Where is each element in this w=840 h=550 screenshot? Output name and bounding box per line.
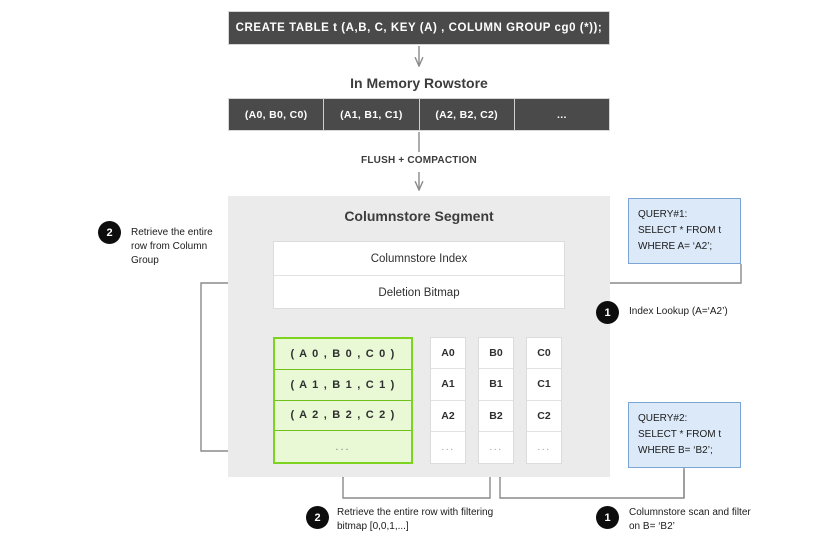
column-a-cell: A0 <box>431 338 465 370</box>
step-label-index-lookup: Index Lookup (A=‘A2’) <box>629 306 728 317</box>
rowstore-cell: (A0, B0, C0) <box>229 99 325 130</box>
column-b-cell: ... <box>489 441 503 454</box>
column-b-box: B0 B1 B2 ... <box>478 337 514 464</box>
column-a-cell: A1 <box>431 369 465 401</box>
query2-line: WHERE B= ‘B2’; <box>638 445 713 456</box>
column-b-cell: B0 <box>479 338 513 370</box>
column-c-cell: C2 <box>527 401 561 432</box>
step-label-left-retrieve: Retrieve the entire row from Column Grou… <box>131 227 213 266</box>
ddl-statement-bar: CREATE TABLE t (A,B, C, KEY (A) , COLUMN… <box>228 11 610 45</box>
query2-line: SELECT * FROM t <box>638 429 722 440</box>
query1-line: SELECT * FROM t <box>638 225 722 236</box>
column-group-box: ( A 0 , B 0 , C 0 ) ( A 1 , B 1 , C 1 ) … <box>273 337 413 464</box>
column-b-cell: B1 <box>479 369 513 401</box>
rowstore-title: In Memory Rowstore <box>350 75 488 91</box>
step-label-bottom-retrieve: Retrieve the entire row with filtering b… <box>337 507 494 532</box>
query2-box: QUERY#2: SELECT * FROM t WHERE B= ‘B2’; <box>628 402 741 468</box>
deletion-bitmap-row: Deletion Bitmap <box>378 286 460 299</box>
step-badge-bottom-retrieve: 2 <box>306 506 329 529</box>
step-badge-columnstore-scan: 1 <box>596 506 619 529</box>
query1-line: QUERY#1: <box>638 209 688 220</box>
query1-line: WHERE A= ‘A2’; <box>638 241 713 252</box>
columnstore-segment-title: Columnstore Segment <box>344 208 494 224</box>
ddl-statement-text: CREATE TABLE t (A,B, C, KEY (A) , COLUMN… <box>235 22 603 34</box>
in-memory-rowstore: (A0, B0, C0) (A1, B1, C1) (A2, B2, C2) .… <box>228 98 610 131</box>
step-badge-left-retrieve: 2 <box>98 221 121 244</box>
column-a-cell: A2 <box>431 401 465 432</box>
column-a-box: A0 A1 A2 ... <box>430 337 466 464</box>
column-group-row: ( A 0 , B 0 , C 0 ) <box>275 339 411 370</box>
query1-box: QUERY#1: SELECT * FROM t WHERE A= ‘A2’; <box>628 198 741 264</box>
column-a-cell: ... <box>441 441 455 454</box>
rowstore-cell: (A1, B1, C1) <box>324 99 420 130</box>
step-badge-index-lookup: 1 <box>596 301 619 324</box>
column-group-row: ( A 1 , B 1 , C 1 ) <box>275 370 411 401</box>
column-b-cell: B2 <box>479 401 513 432</box>
columnstore-index-row: Columnstore Index <box>274 242 564 276</box>
column-c-cell: C1 <box>527 369 561 401</box>
flush-compaction-label: FLUSH + COMPACTION <box>361 155 477 166</box>
rowstore-cell: (A2, B2, C2) <box>420 99 515 130</box>
segment-metadata-box: Columnstore Index Deletion Bitmap <box>273 241 565 309</box>
rowstore-cell: ... <box>557 108 567 121</box>
column-c-cell: C0 <box>527 338 561 370</box>
column-c-box: C0 C1 C2 ... <box>526 337 562 464</box>
step-label-columnstore-scan: Columnstore scan and filter on B= ‘B2’ <box>629 507 751 532</box>
column-group-row: ( A 2 , B 2 , C 2 ) <box>275 401 411 432</box>
column-group-row: ... <box>335 440 351 453</box>
query2-line: QUERY#2: <box>638 413 688 424</box>
column-c-cell: ... <box>537 441 551 454</box>
